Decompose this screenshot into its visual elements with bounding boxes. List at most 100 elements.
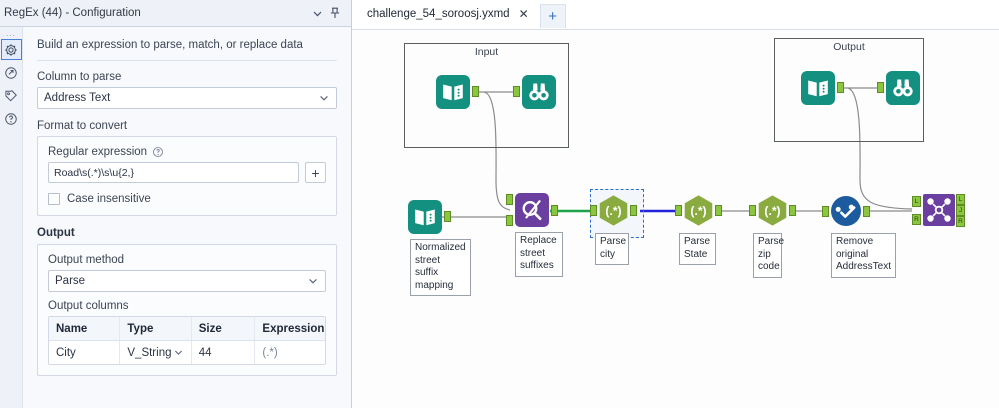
parse-city-tool[interactable]: (.*) Parse city [590,194,637,265]
table-row[interactable]: City V_String 44 (.*) [49,341,325,364]
case-insensitive-label: Case insensitive [67,193,151,205]
output-port[interactable] [789,205,796,216]
configuration-panel: RegEx (44) - Configuration ... [0,0,352,408]
chevron-down-icon[interactable] [308,4,326,22]
join-output-port-r[interactable]: R [956,216,965,227]
workflow-canvas-area: challenge_54_soroosj.yxmd ✕ + [352,0,999,408]
column-header-expression: Expression [262,322,325,335]
chevron-down-icon [318,92,330,104]
node-label: Normalized street suffix mapping [410,239,471,296]
input-container-title: Input [474,46,499,58]
tab-bar: challenge_54_soroosj.yxmd ✕ + [352,0,999,30]
input-port[interactable] [513,86,520,97]
input-data-icon [436,75,479,109]
question-icon [4,112,18,126]
join-input-port-r[interactable]: R [912,214,921,225]
sidebar-item-configuration[interactable] [0,39,22,60]
cell-name[interactable]: City [49,341,121,364]
output-port[interactable] [837,82,844,93]
input-port[interactable] [877,82,884,93]
node-label: Remove original AddressText [831,233,896,278]
column-header-type: Type [120,317,192,340]
output-port[interactable] [551,205,558,216]
output-port[interactable] [630,205,637,216]
replace-street-suffixes-tool[interactable]: Replace street suffixes [506,193,563,277]
pin-icon[interactable] [326,4,344,22]
gear-icon [4,43,18,57]
output-method-label: Output method [48,254,125,266]
sidebar-item-help[interactable] [1,108,22,129]
cell-expression[interactable]: (.*) [262,346,278,359]
column-to-parse-value: Address Text [44,92,111,104]
config-titlebar: RegEx (44) - Configuration [0,0,351,27]
cell-type-value: V_String [127,346,172,359]
input-port[interactable] [822,206,829,217]
join-tool[interactable]: L R L J R [912,194,965,227]
normalized-mapping-tool[interactable]: Normalized street suffix mapping [408,200,471,296]
join-icon [923,194,955,226]
input-browse-tool[interactable] [513,75,556,109]
input-data-icon [408,200,451,234]
output-port[interactable] [444,211,451,222]
browse-icon [877,71,920,105]
input-port[interactable] [590,205,597,216]
column-header-name: Name [49,317,121,340]
chevron-down-icon [307,275,319,287]
parse-state-tool[interactable]: (.*) Parse State [675,194,722,265]
output-container-title: Output [833,41,865,53]
format-to-convert-group: Regular expression Road\s(.*)\s\u{2,} + [37,136,337,216]
join-input-port-l[interactable]: L [912,196,921,207]
output-columns-label: Output columns [48,300,129,312]
output-port[interactable] [472,86,479,97]
config-body: ... [0,27,351,408]
tab-label: challenge_54_soroosj.yxmd [367,8,510,20]
output-columns-label-row: Output columns [48,300,326,312]
rail-overflow-dots[interactable]: ... [6,29,16,38]
intro-text: Build an expression to parse, match, or … [37,39,303,51]
input-port[interactable] [675,205,682,216]
cell-size[interactable]: 44 [192,341,256,364]
parse-zip-code-tool[interactable]: (.*) Parse zip code [749,194,796,278]
join-output-port-j[interactable]: J [956,205,965,216]
new-tab-button[interactable]: + [539,4,566,28]
output-port[interactable] [863,206,870,217]
node-label: Parse city [595,233,629,265]
question-circle-icon[interactable] [152,146,164,158]
column-to-parse-select[interactable]: Address Text [37,87,337,109]
divider [37,60,337,61]
input-container[interactable]: Input [404,43,569,148]
add-expression-button[interactable]: + [305,162,326,183]
regular-expression-label-row: Regular expression [48,146,326,158]
config-panel-title: RegEx (44) - Configuration [4,7,141,19]
select-icon [822,195,870,227]
regex-input[interactable]: Road\s(.*)\s\u{2,} [48,162,299,183]
cell-type[interactable]: V_String [120,341,192,364]
workflow-canvas[interactable]: Input Output [352,30,999,408]
node-label: Replace street suffixes [515,232,563,277]
input-port-top[interactable] [506,194,513,205]
output-port[interactable] [715,205,722,216]
tab-workflow[interactable]: challenge_54_soroosj.yxmd ✕ [356,0,537,29]
sidebar-item-annotation[interactable] [1,62,22,83]
svg-text:(.*): (.*) [764,204,780,218]
output-container[interactable]: Output [774,38,924,142]
output-section-label: Output [37,227,75,239]
join-output-port-l[interactable]: L [956,194,965,205]
sidebar-item-labels[interactable] [1,85,22,106]
output-data-tool[interactable] [801,71,844,105]
case-insensitive-row[interactable]: Case insensitive [48,193,326,205]
input-port[interactable] [749,205,756,216]
input-data-tool[interactable] [436,75,479,109]
output-method-select[interactable]: Parse [48,270,326,292]
close-icon[interactable]: ✕ [518,7,529,21]
remove-original-addresstext-tool[interactable]: Remove original AddressText [822,195,896,278]
input-port-bottom[interactable] [506,215,513,226]
table-header-row: Name Type Size Expression [49,317,325,341]
format-to-convert-label: Format to convert [37,120,128,132]
output-method-label-row: Output method [48,254,326,266]
output-browse-tool[interactable] [877,71,920,105]
find-replace-icon [506,193,558,227]
regex-icon: (.*) [749,194,796,227]
case-insensitive-checkbox[interactable] [48,193,60,205]
